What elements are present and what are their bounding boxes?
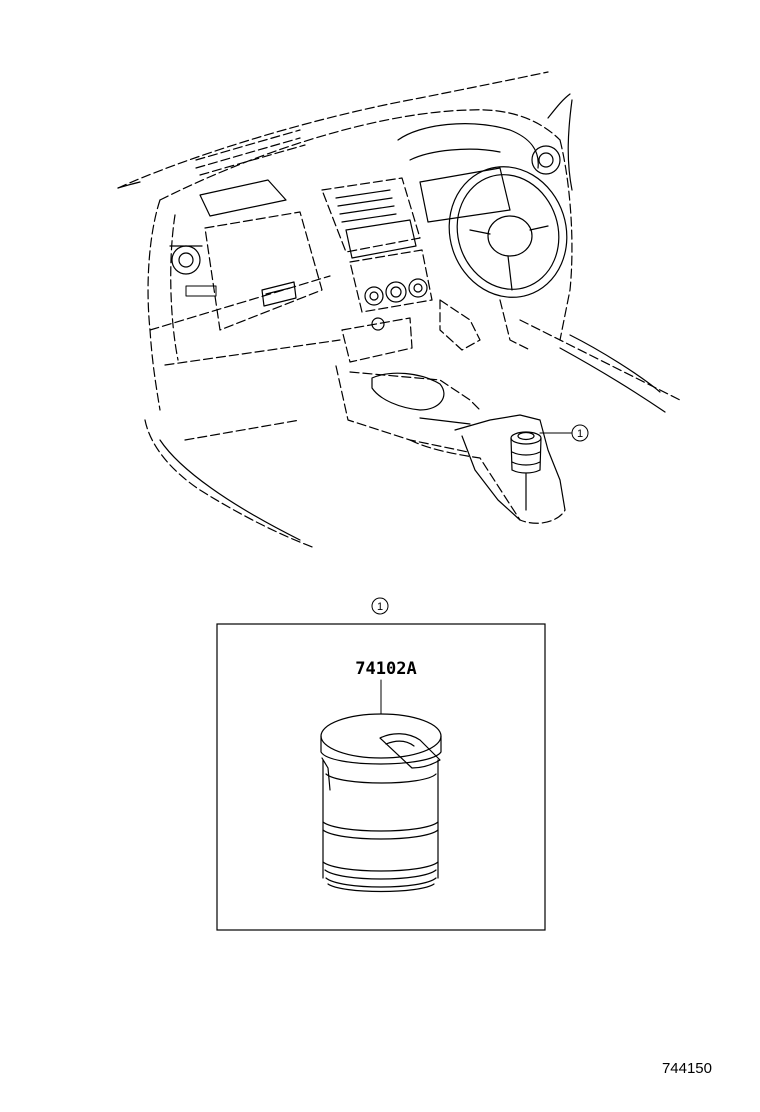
overview-callout-number: 1 bbox=[577, 428, 583, 440]
detail-frame bbox=[216, 623, 546, 931]
overview-callout[interactable]: 1 bbox=[539, 424, 589, 442]
detail-callout-number: 1 bbox=[377, 601, 383, 613]
ashtray-illustration bbox=[320, 713, 442, 893]
part-number-label[interactable]: 74102A bbox=[355, 659, 416, 679]
dashboard-illustration bbox=[117, 71, 681, 549]
detail-callout[interactable]: 1 bbox=[371, 597, 389, 615]
diagram-id: 744150 bbox=[662, 1060, 712, 1077]
